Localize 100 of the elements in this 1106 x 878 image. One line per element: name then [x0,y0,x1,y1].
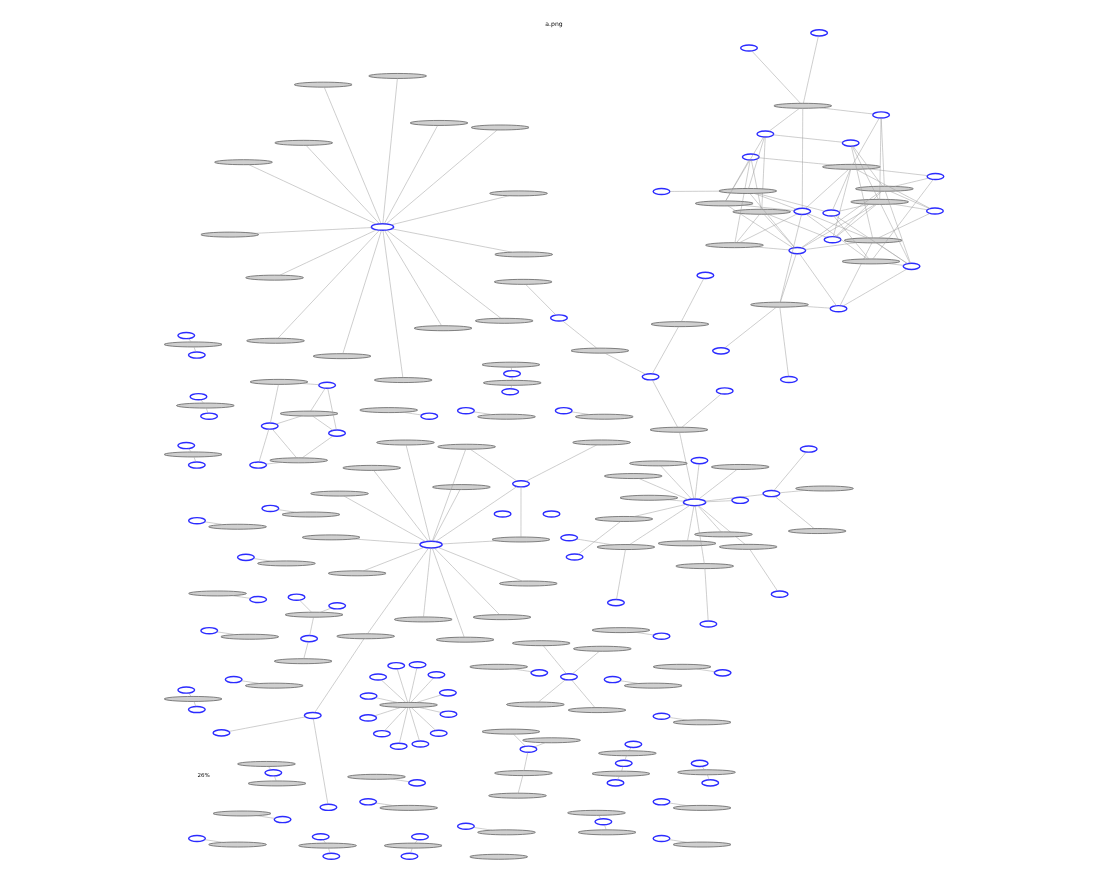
connector [772,134,842,143]
node-ellipse [693,200,753,207]
node-ellipse [321,852,340,860]
node-ellipse [671,805,731,811]
connector [227,716,305,732]
connector [409,677,433,703]
connector [269,384,278,424]
connector [637,478,688,500]
node-ellipse [318,803,337,812]
connector [408,707,419,742]
connector [469,449,517,482]
connector [693,463,699,500]
node-ellipse [273,139,332,146]
node-ellipse [651,712,670,721]
connector [298,599,311,613]
connector [203,521,223,525]
node-ellipse [717,188,777,194]
connector [342,495,425,542]
node-ellipse [602,675,621,684]
connector [651,379,677,428]
node-ellipse [211,729,230,737]
node-ellipse [375,439,434,446]
connector [696,505,721,533]
connector [851,145,882,187]
connector [308,617,313,636]
node-ellipse [490,536,550,543]
node-ellipse [622,682,682,689]
node-ellipse [186,705,205,714]
node-ellipse [327,602,346,610]
connector [750,50,800,104]
connector [659,465,691,500]
node-ellipse [280,511,340,518]
node-ellipse [671,719,731,726]
connector [383,707,406,731]
node-ellipse [651,632,670,640]
node-ellipse [388,742,407,750]
node-ellipse [651,798,670,806]
connector [837,204,869,212]
node-ellipse [335,633,394,640]
node-ellipse [299,634,318,643]
node-ellipse [794,485,853,492]
node-ellipse [248,379,308,385]
node-ellipse [476,413,535,420]
node-ellipse [272,815,291,824]
connector [373,707,401,717]
connector [735,214,759,243]
connector [380,679,405,703]
connector [704,500,732,503]
node-ellipse [649,321,709,327]
connector [834,215,907,264]
node-ellipse [518,745,537,753]
connector [778,214,801,303]
connector [818,107,873,115]
connector [522,752,528,771]
connector [760,136,765,210]
connector [773,496,814,529]
node-ellipse [409,832,429,841]
node-ellipse [186,461,205,469]
connector [327,848,330,854]
connector [276,509,296,513]
connector [634,632,653,636]
node-ellipse [248,595,267,604]
connector [804,213,867,260]
connector [703,568,708,622]
node-ellipse [300,534,360,541]
node-ellipse [213,159,272,166]
connector [417,707,441,713]
node-ellipse [311,353,371,360]
node-ellipse [689,456,708,465]
node-ellipse [574,413,633,420]
node-ellipse [358,798,377,806]
connector [695,668,714,672]
node-ellipse [828,304,847,313]
node-ellipse [849,199,908,205]
node-ellipse [651,663,711,670]
node-ellipse [749,301,808,308]
node-ellipse [469,124,529,131]
node-ellipse [548,314,567,322]
node-ellipse [248,461,267,469]
node-ellipse [695,271,714,280]
node-ellipse [493,251,552,258]
connector [851,117,879,165]
node-ellipse [371,729,390,738]
node-ellipse [925,172,944,181]
connector [871,179,933,260]
node-ellipse [235,553,254,562]
connector [326,388,336,431]
connector [524,284,556,316]
node-ellipse [263,769,282,777]
node-ellipse [492,279,552,285]
connector [628,505,690,545]
node-ellipse [302,711,321,720]
connector [561,320,596,349]
node-ellipse [436,443,495,450]
connector [867,168,927,176]
node-ellipse [521,737,580,744]
node-ellipse [842,237,902,244]
node-ellipse [590,627,650,633]
connector [257,428,269,463]
connector [252,558,272,562]
